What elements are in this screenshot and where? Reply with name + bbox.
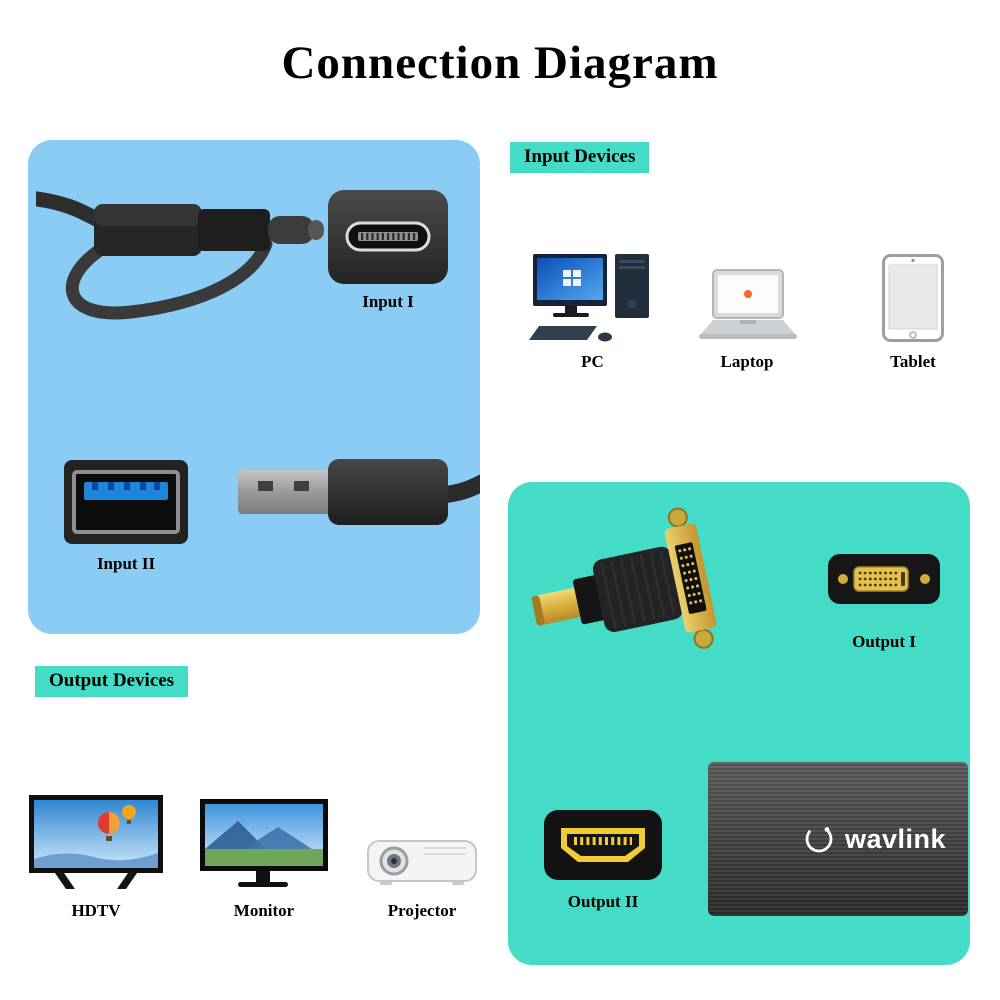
usb-a-plug-illustration xyxy=(238,459,480,525)
monitor-label: Monitor xyxy=(233,901,295,920)
input-devices-header: Input Devices xyxy=(510,142,650,173)
pc-label: PC xyxy=(581,352,604,371)
projector-icon xyxy=(367,840,477,885)
hdmi-dvi-adapter-illustration xyxy=(531,507,717,649)
usbc-adapter-cable-illustration xyxy=(36,191,324,320)
page-title: Connection Diagram xyxy=(281,37,719,89)
output-device-projector: Projector xyxy=(362,795,482,921)
hdtv-icon xyxy=(29,795,163,889)
tablet-label: Tablet xyxy=(890,352,936,371)
projector-label: Projector xyxy=(387,901,457,920)
input-device-pc: PC xyxy=(520,252,665,372)
hdmi-port-output2-icon xyxy=(544,810,662,880)
input-device-tablet: Tablet xyxy=(872,252,954,372)
laptop-icon xyxy=(699,269,797,339)
input-connectors-panel: Input I Input II xyxy=(28,140,480,634)
usb-a-port-input2-icon xyxy=(64,460,188,544)
output1-label: Output I xyxy=(852,632,916,651)
usbc-port-input1-icon xyxy=(328,190,448,284)
input2-label: Input II xyxy=(96,554,156,573)
wavlink-brand-text: wavlink xyxy=(844,823,946,854)
tablet-icon xyxy=(882,254,944,342)
output-connectors-panel: Output I wavlink Output II xyxy=(508,482,970,965)
input1-label: Input I xyxy=(362,292,414,311)
wavlink-logo-icon xyxy=(805,825,833,853)
output-device-monitor: Monitor xyxy=(196,795,332,921)
output-devices-header: Output Devices xyxy=(35,666,189,697)
hdtv-label: HDTV xyxy=(71,901,121,920)
wavlink-adapter-device: wavlink xyxy=(708,762,968,916)
laptop-label: Laptop xyxy=(720,352,774,371)
pc-icon xyxy=(528,254,649,342)
input-device-laptop: Laptop xyxy=(688,252,806,372)
monitor-icon xyxy=(200,799,328,887)
dvi-port-output1-icon xyxy=(828,554,940,604)
output2-label: Output II xyxy=(567,892,639,911)
output-device-hdtv: HDTV xyxy=(26,795,166,921)
